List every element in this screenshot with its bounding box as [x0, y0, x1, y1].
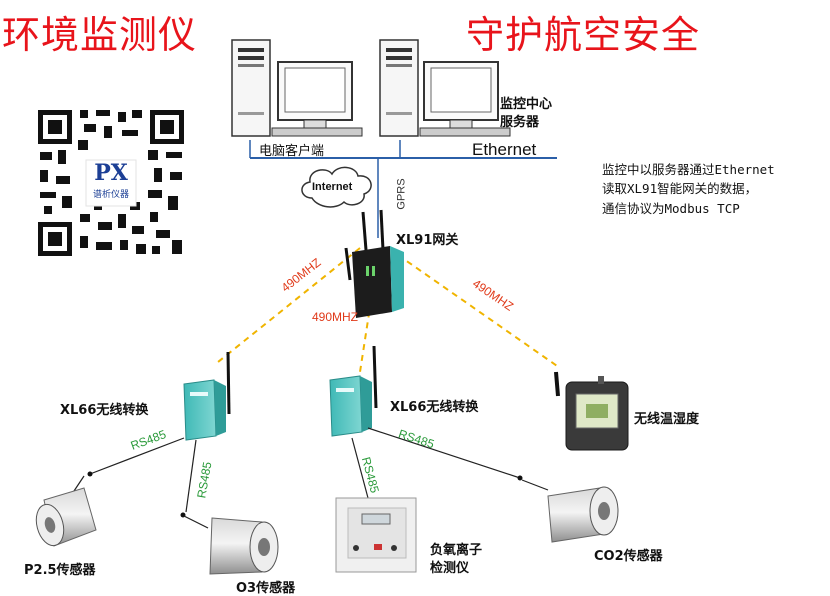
note-line3: 通信协议为Modbus TCP [602, 201, 740, 216]
ion-detector-device [335, 497, 417, 573]
thermo-label: 无线温湿度 [634, 412, 700, 427]
gateway-label: XL91网关 [396, 233, 459, 248]
title-right: 守护航空安全 [466, 13, 701, 57]
converter-mid-label: XL66无线转换 [390, 400, 479, 415]
ion-detector-label-line2: 检测仪 [430, 561, 470, 576]
co2-sensor-device [521, 479, 619, 543]
server-label-line2: 服务器 [500, 115, 540, 130]
thermo-hygrometer-device [554, 371, 629, 451]
pc-client-computer [231, 39, 363, 137]
o3-sensor-label: O3传感器 [236, 581, 296, 596]
rs485-wires [87, 427, 523, 518]
server-computer [379, 39, 511, 137]
gateway-device [344, 209, 404, 318]
converter-mid-device [329, 345, 378, 437]
freq-label-mid: 490MHZ [312, 310, 359, 324]
ethernet-label: Ethernet [472, 140, 537, 159]
internet-label: Internet [312, 181, 353, 193]
o3-sensor-device [183, 515, 279, 575]
pm25-sensor-device [35, 475, 97, 547]
logo-brand-sub: 谱析仪器 [92, 190, 129, 200]
note-line1: 监控中以服务器通过Ethernet [602, 162, 775, 177]
pc-client-label: 电脑客户端 [259, 144, 325, 159]
internet-cloud-icon [301, 166, 372, 208]
ethernet-bus [249, 140, 557, 238]
co2-sensor-label: CO2传感器 [594, 549, 663, 564]
server-label-line1: 监控中心 [500, 97, 553, 112]
pm25-sensor-label: P2.5传感器 [24, 563, 96, 578]
title-left: 环境监测仪 [2, 13, 198, 57]
qr-code-logo [36, 108, 186, 258]
wireless-links [217, 247, 561, 373]
converter-left-label: XL66无线转换 [60, 403, 149, 418]
logo-brand: PX [94, 160, 128, 186]
gprs-label: GPRS [395, 178, 408, 210]
note-line2: 读取XL91智能网关的数据， [602, 181, 758, 196]
converter-left-device [183, 351, 231, 441]
ion-detector-label-line1: 负氧离子 [430, 543, 483, 558]
